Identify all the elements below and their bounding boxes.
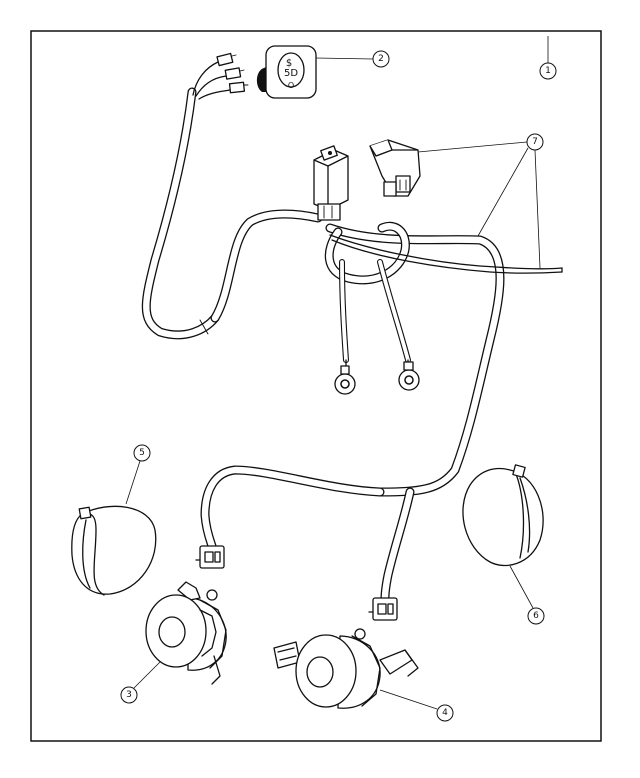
relay	[313, 145, 349, 221]
left-fog-lamp-bezel	[71, 505, 157, 596]
left-fog-lamp	[145, 581, 227, 685]
fog-lamp-switch: $ 5D O	[256, 45, 317, 99]
callout-label-3: 3	[126, 690, 132, 700]
callout-circle-2	[372, 50, 390, 68]
callout-label-1: 1	[545, 66, 551, 76]
callout-label-5: 5	[139, 448, 145, 458]
callout-circle-6	[527, 607, 545, 625]
right-fog-lamp-bezel	[462, 464, 544, 567]
callout-label-2: 2	[378, 54, 384, 64]
switch-face-symbol: $	[286, 58, 292, 69]
fuse-holder	[369, 139, 421, 197]
callout-label-7: 7	[532, 137, 538, 147]
callout-circle-7	[526, 133, 544, 151]
callout-circle-4	[436, 704, 454, 722]
switch-face-label: 5D	[284, 68, 298, 79]
callout-circle-5	[133, 444, 151, 462]
diagram-frame	[30, 30, 602, 742]
right-lamp-connector	[368, 597, 398, 621]
callout-circle-1	[539, 62, 557, 80]
callout-label-4: 4	[442, 708, 448, 718]
fog-lamp-wiring-harness	[200, 139, 563, 603]
switch-face-indicator: O	[288, 81, 294, 90]
right-fog-lamp	[273, 628, 419, 709]
callout-label-6: 6	[533, 611, 539, 621]
switch-pigtail-harness	[141, 52, 249, 340]
left-lamp-connector	[195, 545, 225, 569]
callout-circle-3	[120, 686, 138, 704]
